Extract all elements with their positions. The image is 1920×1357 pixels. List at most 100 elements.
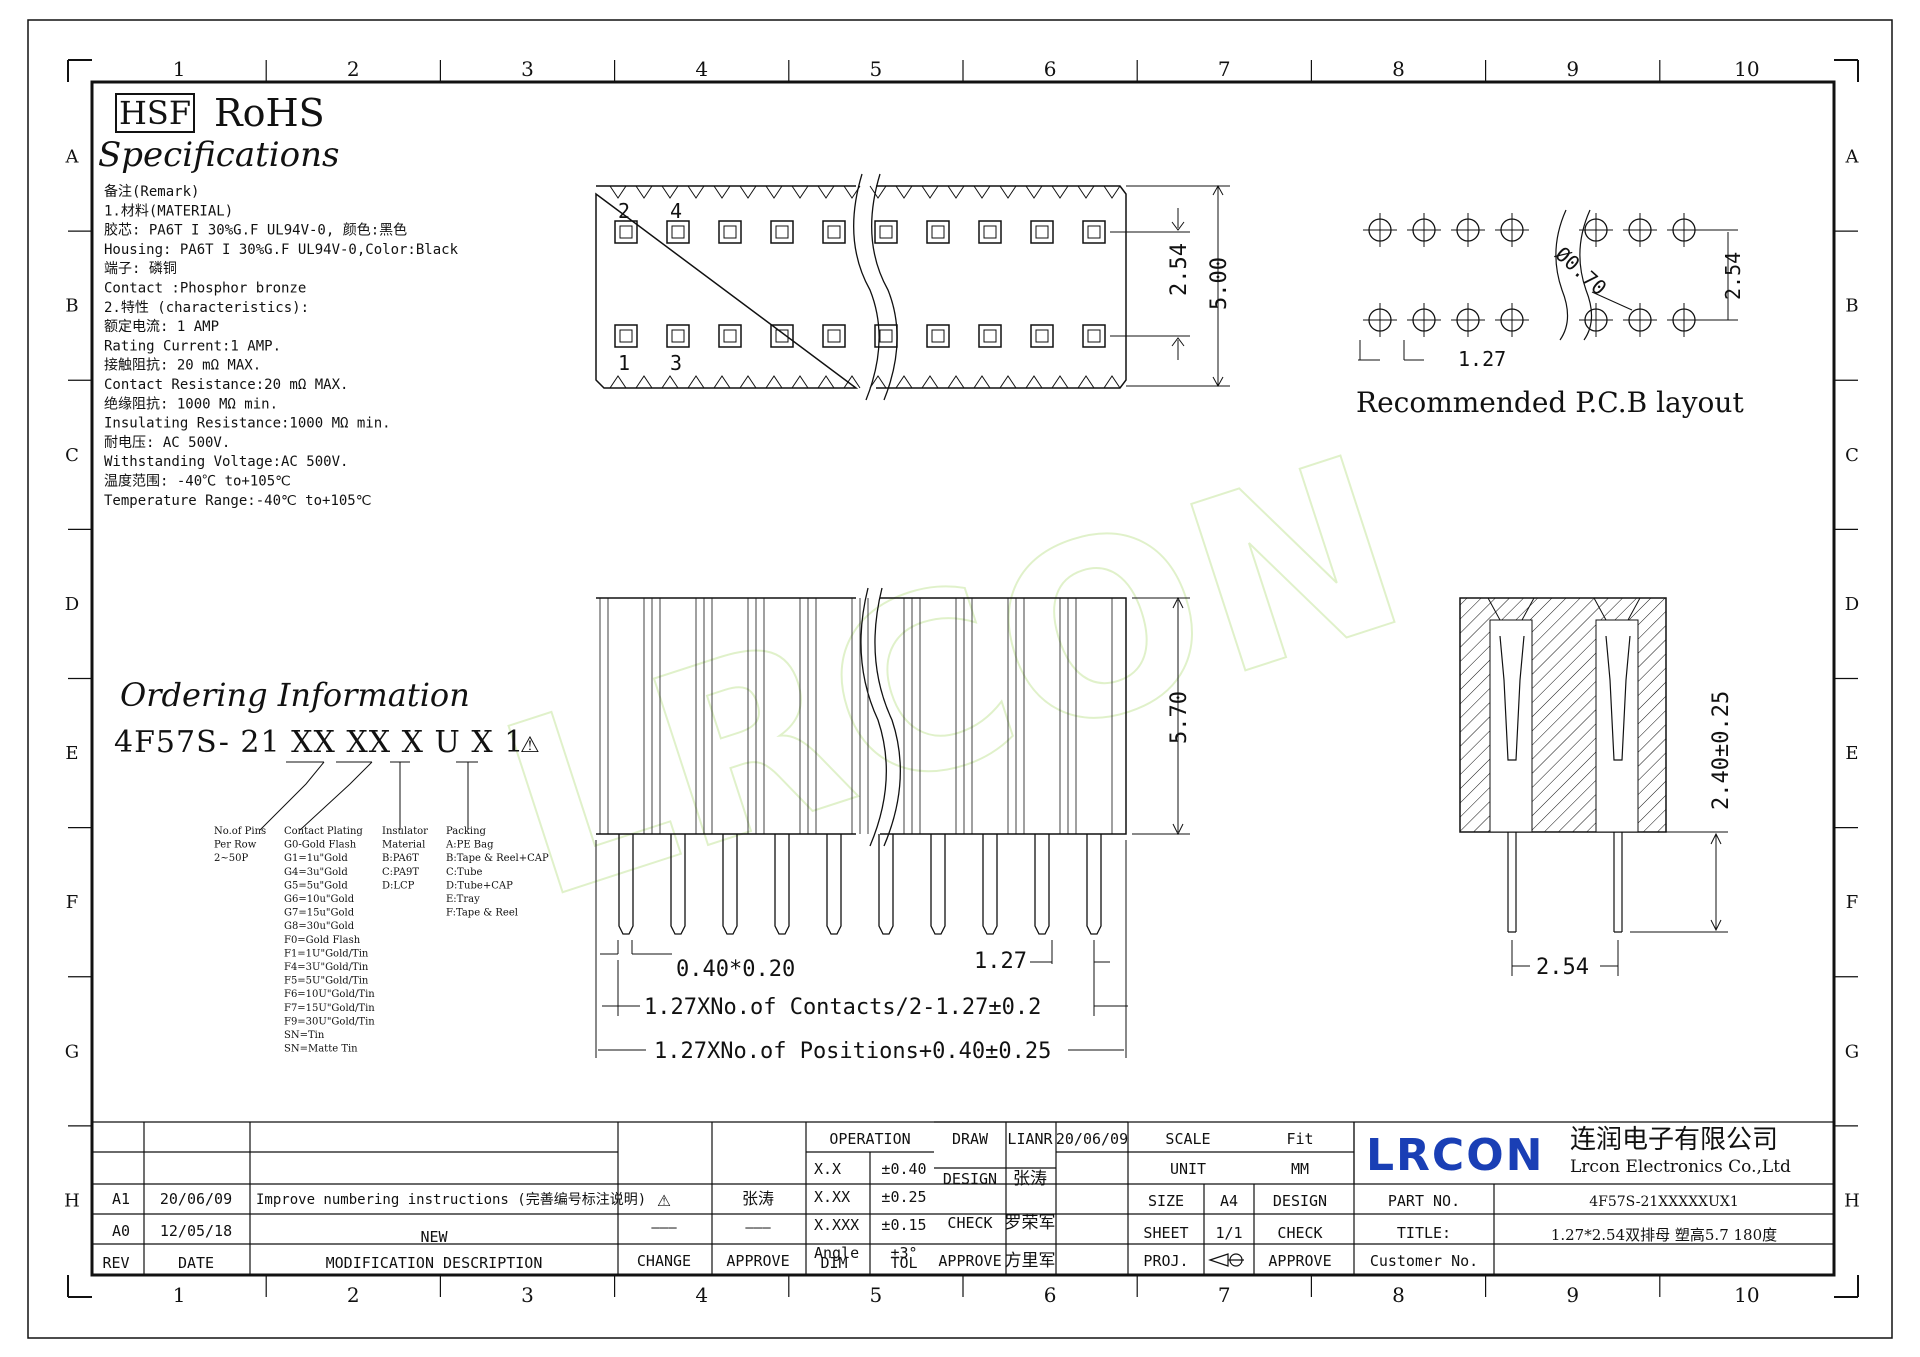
grid-col-2: 2 bbox=[347, 57, 360, 81]
spec-line: Rating Current:1 AMP. bbox=[104, 338, 281, 354]
approve-label: APPROVE bbox=[938, 1252, 1001, 1270]
plating-item: G8=30u"Gold bbox=[284, 921, 355, 932]
grid-col-2: 2 bbox=[347, 1283, 360, 1307]
spec-line: 胶芯: PA6T I 30%G.F UL94V-0, 颜色:黑色 bbox=[104, 222, 407, 239]
tol-dim: X.XX bbox=[814, 1188, 850, 1206]
pin-1-label: 1 bbox=[618, 351, 630, 375]
spec-line: Contact :Phosphor bronze bbox=[104, 281, 306, 297]
company-logo: LRCON bbox=[1366, 1130, 1544, 1181]
grid-col-10: 10 bbox=[1734, 57, 1759, 81]
packing-item: F:Tape & Reel bbox=[446, 908, 518, 919]
top-view: 2 4 1 3 2.54 5.00 bbox=[595, 173, 1232, 401]
grid-row-A: A bbox=[65, 147, 80, 168]
grid-col-3: 3 bbox=[521, 57, 534, 81]
date-header: DATE bbox=[178, 1254, 214, 1272]
rev-header: REV bbox=[102, 1254, 129, 1272]
spec-line: 温度范围: -40℃ to+105℃ bbox=[104, 473, 291, 490]
plating-item: F7=15U"Gold/Tin bbox=[284, 1003, 375, 1014]
grid-row-E: E bbox=[1845, 743, 1858, 764]
contact-pad bbox=[614, 220, 638, 244]
spec-line: 备注(Remark) bbox=[104, 183, 199, 200]
spec-line: 绝缘阻抗: 1000 MΩ min. bbox=[104, 396, 278, 412]
packing-item: D:Tube+CAP bbox=[446, 880, 513, 891]
customer-no-label: Customer No. bbox=[1370, 1252, 1478, 1270]
contact-pin bbox=[670, 834, 686, 935]
plating-item: F5=5U"Gold/Tin bbox=[284, 976, 369, 987]
pin-2-label: 2 bbox=[618, 199, 630, 223]
spec-line: 耐电压: AC 500V. bbox=[104, 435, 230, 451]
pcb-pitch-label: 1.27 bbox=[1458, 347, 1506, 371]
plating-item: G6=10u"Gold bbox=[284, 894, 355, 905]
grid-row-A: A bbox=[1845, 147, 1860, 168]
packing-item: A:PE Bag bbox=[445, 840, 494, 851]
spec-line: Withstanding Voltage:AC 500V. bbox=[104, 454, 348, 470]
tol-dim: Angle bbox=[814, 1244, 859, 1262]
grid-row-H: H bbox=[1844, 1190, 1860, 1211]
contact-pad bbox=[1082, 220, 1106, 244]
contact-pad bbox=[1082, 324, 1106, 348]
contact-pin bbox=[1034, 834, 1050, 935]
plating-item: F6=10U"Gold/Tin bbox=[284, 989, 375, 1000]
approve-label-2: APPROVE bbox=[1268, 1252, 1331, 1270]
title-label: TITLE: bbox=[1397, 1224, 1451, 1242]
change-triangle-icon: ⚠ bbox=[520, 733, 540, 758]
spec-line: 2.特性 (characteristics): bbox=[104, 300, 309, 316]
rev-a0-approve: ——— bbox=[745, 1220, 771, 1236]
plating-item: G7=15u"Gold bbox=[284, 908, 355, 919]
approve-name: 方里军 bbox=[1005, 1251, 1056, 1271]
grid-col-1: 1 bbox=[173, 1283, 186, 1307]
contact-pad bbox=[978, 220, 1002, 244]
hsf-label: HSF bbox=[119, 94, 191, 132]
grid-col-1: 1 bbox=[173, 57, 186, 81]
packing-item: B:Tape & Reel+CAP bbox=[446, 853, 549, 864]
change-header: CHANGE bbox=[637, 1252, 691, 1270]
contact-pin bbox=[826, 834, 842, 935]
plating-item: Contact Plating bbox=[284, 826, 363, 837]
approve-header: APPROVE bbox=[726, 1252, 789, 1270]
check-label: CHECK bbox=[947, 1214, 992, 1232]
grid-row-D: D bbox=[65, 594, 79, 615]
design-label-2: DESIGN bbox=[1273, 1192, 1327, 1210]
contact-pad bbox=[718, 324, 742, 348]
side-section-view: 2.40±0.25 2.54 bbox=[1459, 597, 1734, 980]
rev-a0-change: ——— bbox=[651, 1220, 677, 1236]
contact-pad bbox=[978, 324, 1002, 348]
spec-line: 1.材料(MATERIAL) bbox=[104, 203, 233, 219]
size-label: SIZE bbox=[1148, 1192, 1184, 1210]
contact-pad bbox=[1030, 220, 1054, 244]
dim-label: DIM bbox=[820, 1254, 847, 1272]
grid-row-D: D bbox=[1845, 594, 1859, 615]
grid-col-8: 8 bbox=[1392, 57, 1405, 81]
part-no-label: PART NO. bbox=[1388, 1192, 1460, 1210]
unit-value: MM bbox=[1291, 1160, 1309, 1178]
rev-a0-date: 12/05/18 bbox=[160, 1222, 232, 1240]
contact-pad bbox=[770, 220, 794, 244]
plating-item: G1=1u"Gold bbox=[284, 853, 348, 864]
ordering-code: 4F57S- 21 XX XX X U X 1 bbox=[114, 725, 524, 760]
contact-pad bbox=[822, 324, 846, 348]
contact-pin bbox=[982, 834, 998, 935]
spec-line: 额定电流: 1 AMP bbox=[104, 319, 219, 335]
pin-size-dim: 0.40*0.20 bbox=[676, 957, 795, 982]
size-value: A4 bbox=[1220, 1192, 1238, 1210]
spec-line: Housing: PA6T I 30%G.F UL94V-0,Color:Bla… bbox=[104, 242, 459, 258]
tol-label: TOL bbox=[890, 1254, 917, 1272]
design-label: DESIGN bbox=[943, 1170, 997, 1188]
projection-symbol-icon bbox=[1208, 1253, 1244, 1267]
operation-header: OPERATION bbox=[829, 1130, 910, 1148]
contact-pad bbox=[614, 324, 638, 348]
plating-item: F0=Gold Flash bbox=[284, 935, 361, 946]
grid-col-3: 3 bbox=[521, 1283, 534, 1307]
grid-row-H: H bbox=[64, 1190, 80, 1211]
spec-line: 接触阻抗: 20 mΩ MAX. bbox=[104, 357, 261, 374]
insulator-item: B:PA6T bbox=[382, 853, 419, 864]
draw-name: LIANR bbox=[1007, 1130, 1053, 1148]
grid-col-5: 5 bbox=[870, 1283, 883, 1307]
contact-pin bbox=[1086, 834, 1102, 935]
rev-a0: A0 bbox=[112, 1222, 130, 1240]
contact-pad bbox=[666, 220, 690, 244]
